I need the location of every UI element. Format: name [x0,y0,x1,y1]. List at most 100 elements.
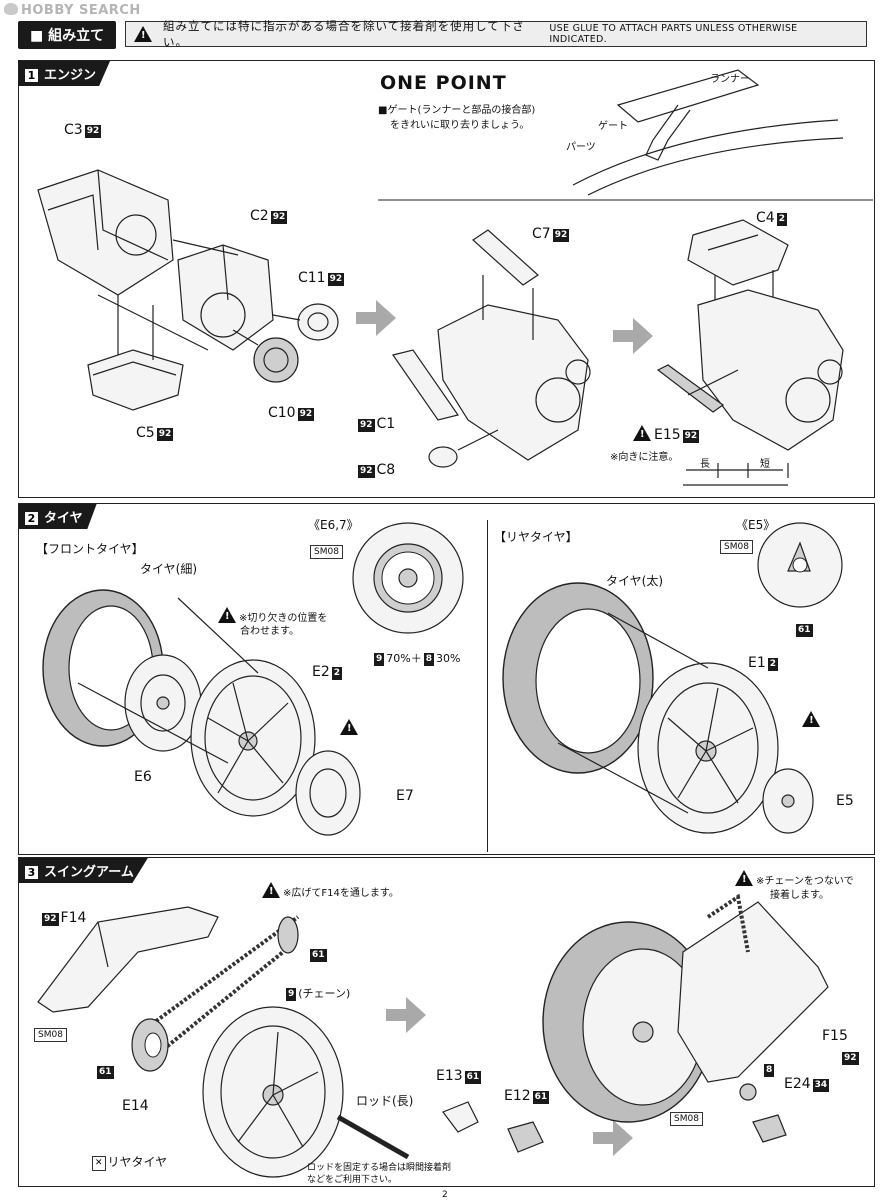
widen-note-text: ※広げてF14を通します。 [283,888,399,899]
rear-wheel-e1 [637,662,779,834]
part-c3-crankcase [37,169,174,296]
watermark: HOBBY SEARCH [4,3,141,18]
color-badge: 8 [764,1064,775,1077]
rear-tire-label-text: リヤタイヤ [107,1155,168,1169]
page-number: 2 [442,1190,448,1200]
color-badge: 92 [842,1052,859,1065]
engine-complete [656,289,844,451]
color-badge: 92 [270,211,288,224]
warning-icon [340,719,358,735]
color-badge: 61 [97,1066,114,1079]
rear-tire-label: ✕リヤタイヤ [90,1153,167,1171]
sm08-swingarm-box: SM08 [34,1028,67,1042]
part-e14-sprocket [131,1018,169,1072]
section-title: タイヤ [44,511,83,526]
part-id: C7 [532,226,551,242]
section-title: エンジン [44,68,97,83]
part-id: C1 [376,416,396,432]
front-disc-e7 [295,750,361,836]
part-id: C2 [250,208,269,224]
warning-icon [802,711,821,727]
rear-assembly [542,893,829,1143]
e15-direction-note: ※向きに注意。 [610,452,679,463]
swingarm-illustration [37,893,829,1178]
drive-chain [146,915,300,1064]
mix-pct1: 70%＋ [386,652,422,665]
part-id: E12 [504,1088,531,1104]
step-arrow [593,1120,633,1156]
section-title: スイングアーム [44,865,134,880]
label-e5: E5 [836,793,854,809]
part-c10 [232,329,299,383]
part-id: C3 [64,122,83,138]
chain-label-text: (チェーン) [298,987,351,1000]
part-e13 [442,1101,479,1133]
color-badge: 92 [358,419,375,432]
part-id: E13 [436,1068,463,1084]
step-arrow [386,997,426,1033]
part-id: F14 [60,910,87,926]
tire-section-divider [487,520,488,852]
color-badge: 9 [374,653,385,666]
no-glue-icon: ✕ [92,1156,106,1171]
color-badge: 92 [327,273,345,286]
part-id: E15 [654,427,681,443]
color-badge: 92 [42,913,59,926]
watermark-text: HOBBY SEARCH [21,3,141,18]
part-c2-engine-block [97,239,274,351]
label-f15-color: 92 [840,1046,861,1065]
step-arrow [356,300,396,336]
glue-instruction-bar: 組み立てには特に指示がある場合を除いて接着剤を使用して下さい。 USE GLUE… [125,19,867,49]
chain-connect-line2: 接着します。 [770,890,829,901]
part-id: E1 [748,655,766,671]
warning-icon [262,882,280,898]
part-c5-oil-pan [87,295,184,411]
part-id: C10 [268,405,296,421]
parts-label: パーツ [566,142,596,153]
label-e7: E7 [396,788,414,804]
label-e14: E14 [122,1098,149,1114]
rear-wheel-left [202,1006,344,1178]
runner-label: ランナー [710,74,750,85]
part-c8 [428,429,499,468]
sm08-rear-box: SM08 [720,540,753,554]
rod-long [336,1114,410,1160]
notch-note-line1: ※切り欠きの位置を [239,613,328,624]
part-id: C8 [376,462,396,478]
disc-detail-e67 [352,522,464,634]
front-tire-label: タイヤ(細) [140,562,198,576]
rear-tire [502,582,654,774]
warning-icon [633,425,651,441]
long-label: 長 [700,459,710,470]
front-tire-title: 【フロントタイヤ】 [36,542,144,556]
front-disc-e6 [124,654,202,752]
color-badge: 61 [310,949,327,962]
part-c7-c1-assembly [392,229,591,461]
gate-label: ゲート [598,121,628,132]
color-badge: 92 [358,465,375,478]
color-badge: 2 [331,667,343,680]
color-badge: 92 [682,430,700,443]
chain-connect-note: ※チェーンをつないで [735,870,854,887]
one-point-title: ONE POINT [380,72,507,94]
hobby-search-logo-icon [4,3,18,15]
rod-label: ロッド(長) [356,1094,414,1108]
part-id: E24 [784,1076,811,1092]
front-wheel-e2 [190,659,316,817]
part-c11 [272,303,339,341]
part-id: C4 [756,210,775,226]
color-badge: 8 [423,653,434,666]
sprocket-color-label: 61 [308,943,329,962]
section-number: 3 [25,866,38,879]
